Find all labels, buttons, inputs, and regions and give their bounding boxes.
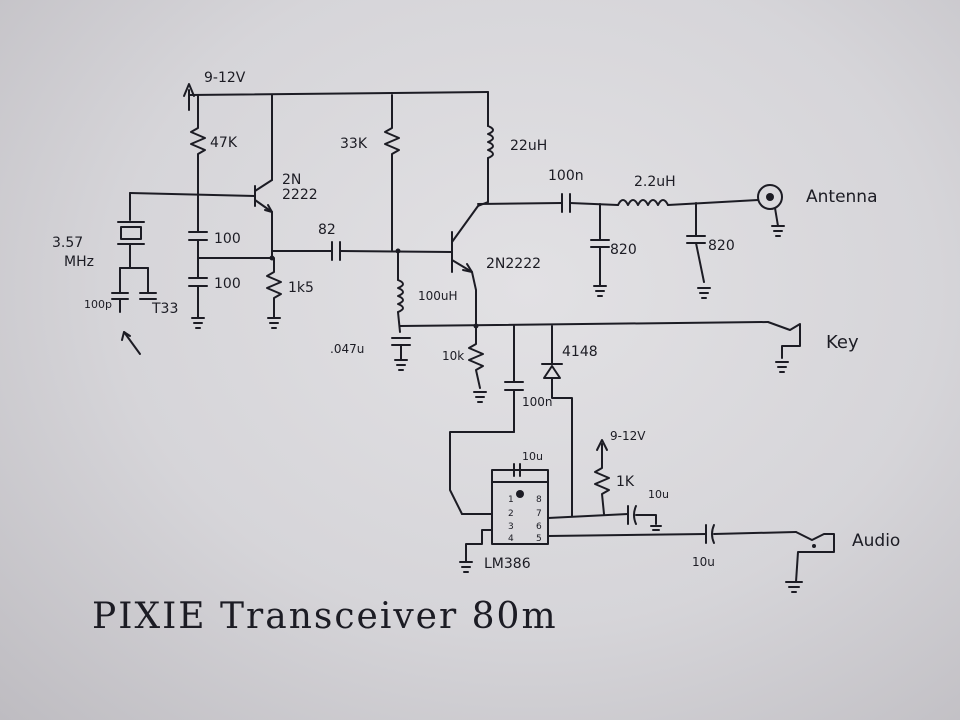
ic-pin-1: 1: [508, 495, 514, 505]
label-osc-transistor-2: 2222: [282, 187, 318, 203]
diagram-title: PIXIE Transceiver 80m: [92, 596, 558, 637]
label-22uh: 22uH: [510, 138, 547, 154]
label-2-2uh: 2.2uH: [634, 174, 676, 190]
label-100n-output: 100n: [548, 168, 584, 184]
label-cap-100-top: 100: [214, 231, 241, 247]
ic-output-wire: [547, 533, 707, 537]
ground-osc-cap: [191, 317, 205, 329]
resistor-1k: [594, 461, 610, 515]
label-osc-transistor-1: 2N: [282, 172, 301, 188]
label-1k5: 1k5: [288, 280, 314, 296]
capacitor-100-top: [188, 231, 208, 279]
label-47k: 47K: [210, 135, 238, 151]
trimmer-capacitors: [111, 267, 157, 355]
label-10u-output: 10u: [692, 555, 715, 569]
capacitor-100n-receiver: [449, 325, 524, 515]
label-33k: 33K: [340, 136, 368, 152]
label-cap-100-bottom: 100: [214, 276, 241, 292]
ic-pin-4: 4: [508, 534, 514, 544]
label-trim-t33: T33: [151, 301, 178, 317]
label-82: 82: [318, 222, 336, 238]
label-key: Key: [826, 332, 859, 353]
key-connector: [767, 321, 801, 373]
ic-pin-8: 8: [536, 495, 542, 505]
antenna-connector: [757, 184, 785, 237]
label-10k: 10k: [442, 349, 464, 363]
label-4148: 4148: [562, 344, 598, 360]
label-100n-receiver: 100n: [522, 395, 553, 409]
label-crystal-freq: 3.57: [52, 235, 83, 251]
ic-ground-wire: [465, 529, 493, 563]
label-audio: Audio: [852, 531, 900, 551]
capacitor-820-2: [686, 202, 711, 299]
inductor-2-2uh: [617, 199, 759, 206]
capacitor-10u-output: [705, 524, 797, 544]
label-antenna: Antenna: [806, 187, 878, 207]
capacitor-047u: [391, 337, 411, 371]
label-820-1: 820: [610, 242, 637, 258]
label-820-2: 820: [708, 238, 735, 254]
audio-supply-arrow: [596, 439, 608, 463]
label-1k: 1K: [616, 474, 635, 490]
capacitor-100-bottom: [188, 277, 208, 319]
resistor-33k: [384, 94, 400, 251]
ic-pin-7: 7: [536, 509, 542, 519]
capacitor-820-1: [590, 203, 610, 297]
capacitor-10u-supply: [627, 505, 662, 531]
capacitor-100n-output: [561, 193, 619, 213]
label-crystal-unit: MHz: [64, 254, 94, 270]
ground-ic: [459, 561, 473, 573]
label-trim-100p: 100p: [84, 298, 112, 311]
ic-pin-3: 3: [508, 522, 514, 532]
label-047u: .047u: [330, 342, 364, 356]
inductor-22uh: [487, 91, 494, 203]
label-10u-bypass: 10u: [522, 450, 543, 463]
oscillator-transistor: [254, 179, 273, 213]
supply-label-audio: 9-12V: [610, 429, 646, 443]
ic-pin-2: 2: [508, 509, 514, 519]
collector-wire: [477, 202, 563, 205]
inductor-100uh: [397, 250, 404, 333]
resistor-1k5: [266, 257, 282, 329]
osc-base-wire: [129, 192, 256, 197]
label-lm386: LM386: [484, 556, 531, 572]
resistor-10k: [468, 325, 487, 403]
label-10u-supply: 10u: [648, 488, 669, 501]
supply-label-main: 9-12V: [204, 70, 246, 86]
ic-pin-6: 6: [536, 522, 542, 532]
label-amp-transistor: 2N2222: [486, 256, 541, 272]
key-wire: [399, 321, 769, 327]
label-100uh: 100uH: [418, 289, 458, 303]
ic-pin-5: 5: [536, 534, 542, 544]
supply-rail: [183, 83, 489, 111]
resistor-47k: [190, 94, 206, 196]
capacitor-82: [271, 241, 453, 261]
amplifier-transistor: [451, 201, 489, 327]
diode-4148: [541, 325, 573, 517]
ic-pin6-wire: [547, 513, 629, 519]
audio-jack: [785, 531, 835, 593]
crystal: [117, 192, 145, 269]
